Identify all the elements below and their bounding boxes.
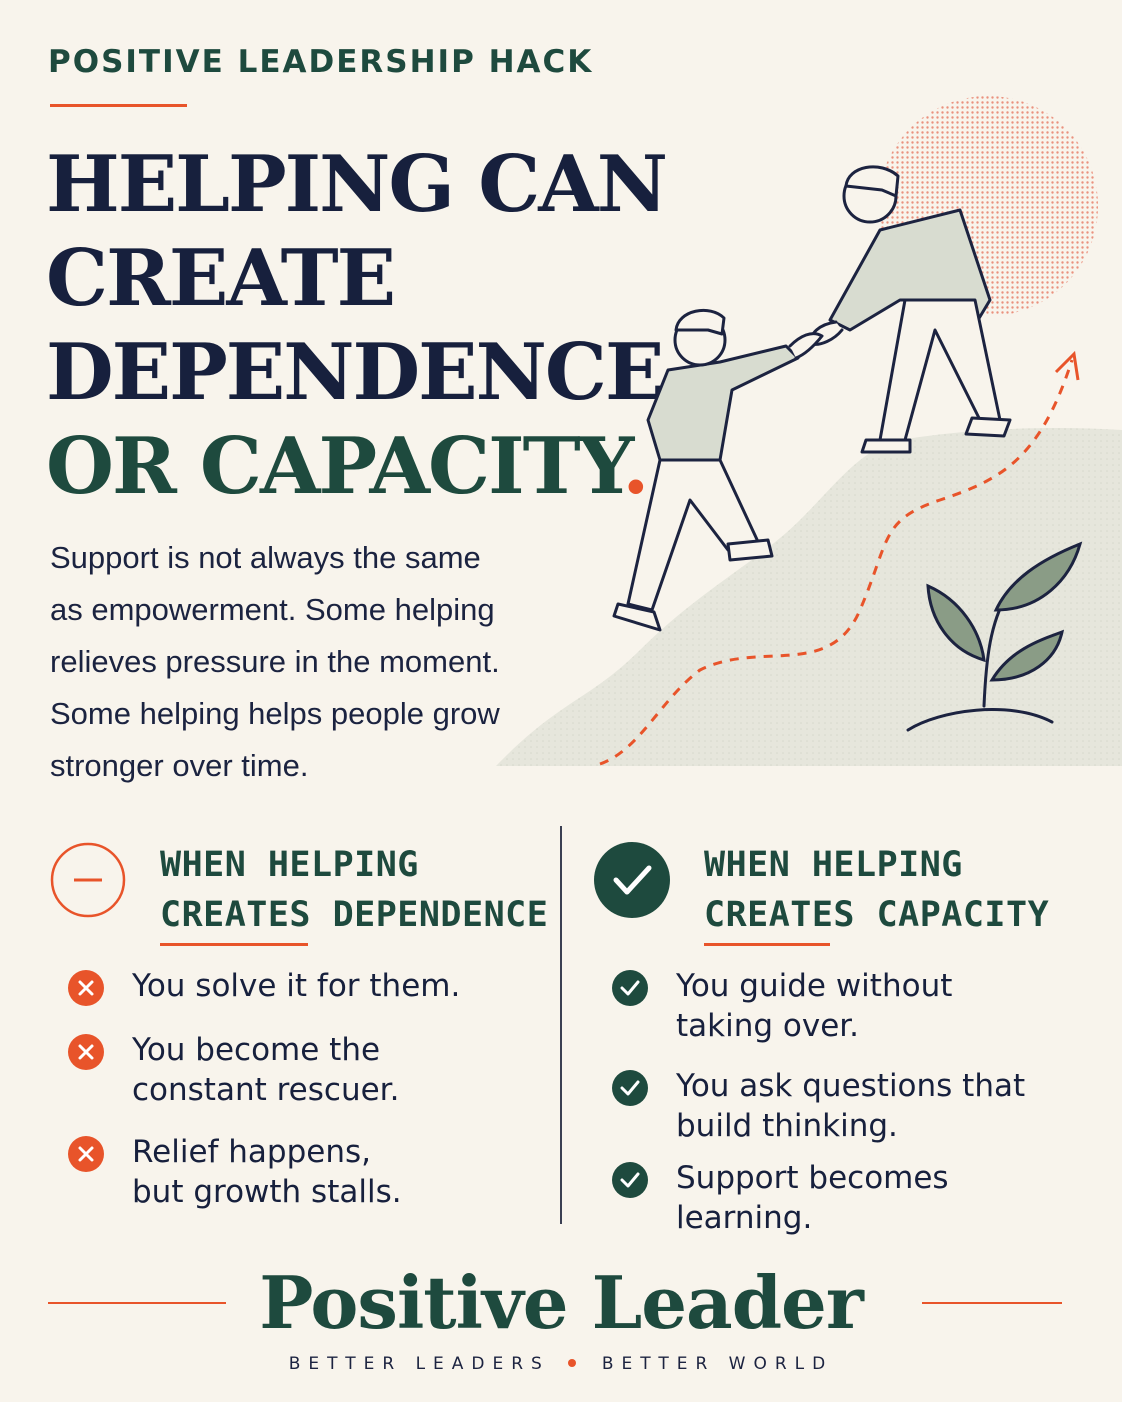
item-line: Relief happens,	[132, 1134, 372, 1170]
headline-line-3: DEPENDENCE	[46, 327, 664, 418]
item-line: build thinking.	[676, 1108, 898, 1144]
headline: HELPING CAN CREATE DEPENDENCE OR CAPACIT…	[46, 138, 668, 514]
intro-line: Some helping helps people grow	[50, 696, 500, 731]
item-line: You solve it for them.	[132, 968, 461, 1004]
intro-line: Support is not always the same	[50, 540, 481, 575]
capacity-heading: WHEN HELPING CREATES CAPACITY	[704, 840, 1122, 940]
x-circle-icon	[68, 1034, 104, 1070]
capacity-heading-line: WHEN HELPING	[704, 845, 963, 885]
x-circle-icon	[68, 970, 104, 1006]
tagline-left: BETTER LEADERS	[288, 1354, 550, 1374]
eyebrow-underline	[50, 104, 187, 107]
check-icon	[612, 1162, 648, 1198]
check-circle-icon	[594, 842, 670, 918]
climbing-help-illustration	[496, 96, 1122, 766]
dependence-heading-line: WHEN HELPING	[160, 845, 419, 885]
footer-rule-right	[922, 1302, 1062, 1304]
capacity-item-text: Support becomes learning.	[676, 1158, 1096, 1238]
item-line: constant rescuer.	[132, 1072, 400, 1108]
item-line: taking over.	[676, 1008, 860, 1044]
dependence-item-text: You become the constant rescuer.	[132, 1030, 552, 1110]
headline-line-4: OR CAPACITY	[46, 421, 624, 512]
capacity-item-text: You ask questions that build thinking.	[676, 1066, 1096, 1146]
headline-line-2: CREATE	[46, 233, 396, 324]
climber-figure	[612, 308, 824, 632]
brand-logo-text: Positive Leader	[259, 1260, 864, 1345]
check-icon	[612, 1070, 648, 1106]
item-line: but growth stalls.	[132, 1174, 402, 1210]
tagline-right: BETTER WORLD	[601, 1354, 834, 1374]
headline-period: .	[622, 421, 649, 512]
intro-line: stronger over time.	[50, 748, 309, 783]
item-line: You guide without	[676, 968, 953, 1004]
capacity-heading-line: CREATES CAPACITY	[704, 895, 1050, 935]
dependence-heading: WHEN HELPING CREATES DEPENDENCE	[160, 840, 580, 940]
item-line: You become the	[132, 1032, 381, 1068]
capacity-item-text: You guide without taking over.	[676, 966, 1096, 1046]
intro-line: as empowerment. Some helping	[50, 592, 495, 627]
capacity-heading-underline	[704, 943, 830, 946]
intro-paragraph: Support is not always the same as empowe…	[50, 532, 520, 792]
check-icon	[612, 970, 648, 1006]
footer-rule-left	[48, 1302, 226, 1304]
item-line: You ask questions that	[676, 1068, 1026, 1104]
sprout-icon	[906, 541, 1083, 732]
tagline-separator-dot	[567, 1358, 576, 1367]
helper-figure	[809, 165, 1012, 454]
item-line: learning.	[676, 1200, 813, 1236]
eyebrow-label: POSITIVE LEADERSHIP HACK	[48, 44, 594, 80]
dependence-item-text: Relief happens, but growth stalls.	[132, 1132, 552, 1212]
arrow-head-icon	[1054, 350, 1080, 381]
intro-line: relieves pressure in the moment.	[50, 644, 500, 679]
dependence-heading-underline	[160, 943, 308, 946]
item-line: Support becomes	[676, 1160, 949, 1196]
column-divider	[560, 826, 562, 1224]
x-circle-icon	[68, 1136, 104, 1172]
dependence-heading-line: CREATES DEPENDENCE	[160, 895, 549, 935]
brand-tagline: BETTER LEADERS BETTER WORLD	[0, 1354, 1122, 1374]
dependence-item-text: You solve it for them.	[132, 966, 552, 1006]
hill-shape	[496, 428, 1122, 766]
minus-circle-icon	[50, 842, 126, 918]
headline-line-1: HELPING CAN	[46, 139, 668, 230]
